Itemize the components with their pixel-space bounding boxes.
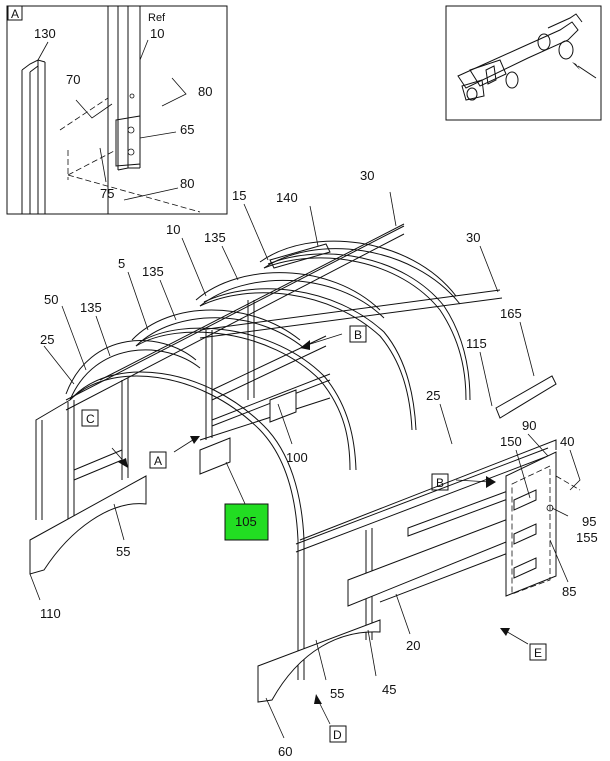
- highlight-box[interactable]: [224, 503, 269, 541]
- callout-140: 140: [276, 190, 298, 205]
- callout-50: 50: [44, 292, 58, 307]
- view-box-a-inset: A: [11, 7, 19, 21]
- callout-40: 40: [560, 434, 574, 449]
- callout-135-right: 135: [204, 230, 226, 245]
- callout-45: 45: [382, 682, 396, 697]
- callout-55-left: 55: [116, 544, 130, 559]
- callout-5: 5: [118, 256, 125, 271]
- view-box-a: A: [154, 454, 162, 468]
- highlight-label-105[interactable]: 105: [235, 514, 257, 529]
- callout-75: 75: [100, 186, 114, 201]
- callout-135-middle: 135: [142, 264, 164, 279]
- highlighted-part-105[interactable]: 105: [224, 503, 269, 541]
- callout-150: 150: [500, 434, 522, 449]
- leader-lines: [29, 191, 581, 739]
- callout-30-top: 30: [360, 168, 374, 183]
- view-box-b-top: B: [354, 328, 362, 342]
- view-box-d: D: [333, 728, 342, 742]
- callout-15: 15: [232, 188, 246, 203]
- callout-110: 110: [40, 606, 61, 621]
- callout-20: 20: [406, 638, 420, 653]
- callout-10-detail: 10: [150, 26, 164, 41]
- callout-85: 85: [562, 584, 576, 599]
- callout-65: 65: [180, 122, 194, 137]
- callout-165: 165: [500, 306, 522, 321]
- callout-90: 90: [522, 418, 536, 433]
- view-box-c: C: [86, 412, 95, 426]
- callout-70: 70: [66, 72, 80, 87]
- callout-10: 10: [166, 222, 180, 237]
- callout-ref: Ref: [148, 12, 166, 24]
- callout-labels: 130 Ref 10 70 80 65 75 80 30 15 140 10 1…: [34, 12, 598, 759]
- callout-80-bottom: 80: [180, 176, 194, 191]
- frame-assembly: [29, 223, 581, 703]
- detail-inset-a: [6, 5, 228, 215]
- view-box-e: E: [534, 646, 542, 660]
- callout-25-left: 25: [40, 332, 54, 347]
- callout-100: 100: [286, 450, 308, 465]
- callout-95: 95: [582, 514, 596, 529]
- callout-130: 130: [34, 26, 56, 41]
- view-markers: A B C A B E D: [7, 5, 547, 743]
- callout-80-top: 80: [198, 84, 212, 99]
- callout-55-bottom: 55: [330, 686, 344, 701]
- view-box-b-side: B: [436, 476, 444, 490]
- callout-115: 115: [466, 336, 487, 351]
- callout-155: 155: [576, 530, 598, 545]
- locator-inset: [445, 5, 602, 121]
- callout-60: 60: [278, 744, 292, 759]
- callout-25-right: 25: [426, 388, 440, 403]
- callout-135-left: 135: [80, 300, 102, 315]
- callout-30-right: 30: [466, 230, 480, 245]
